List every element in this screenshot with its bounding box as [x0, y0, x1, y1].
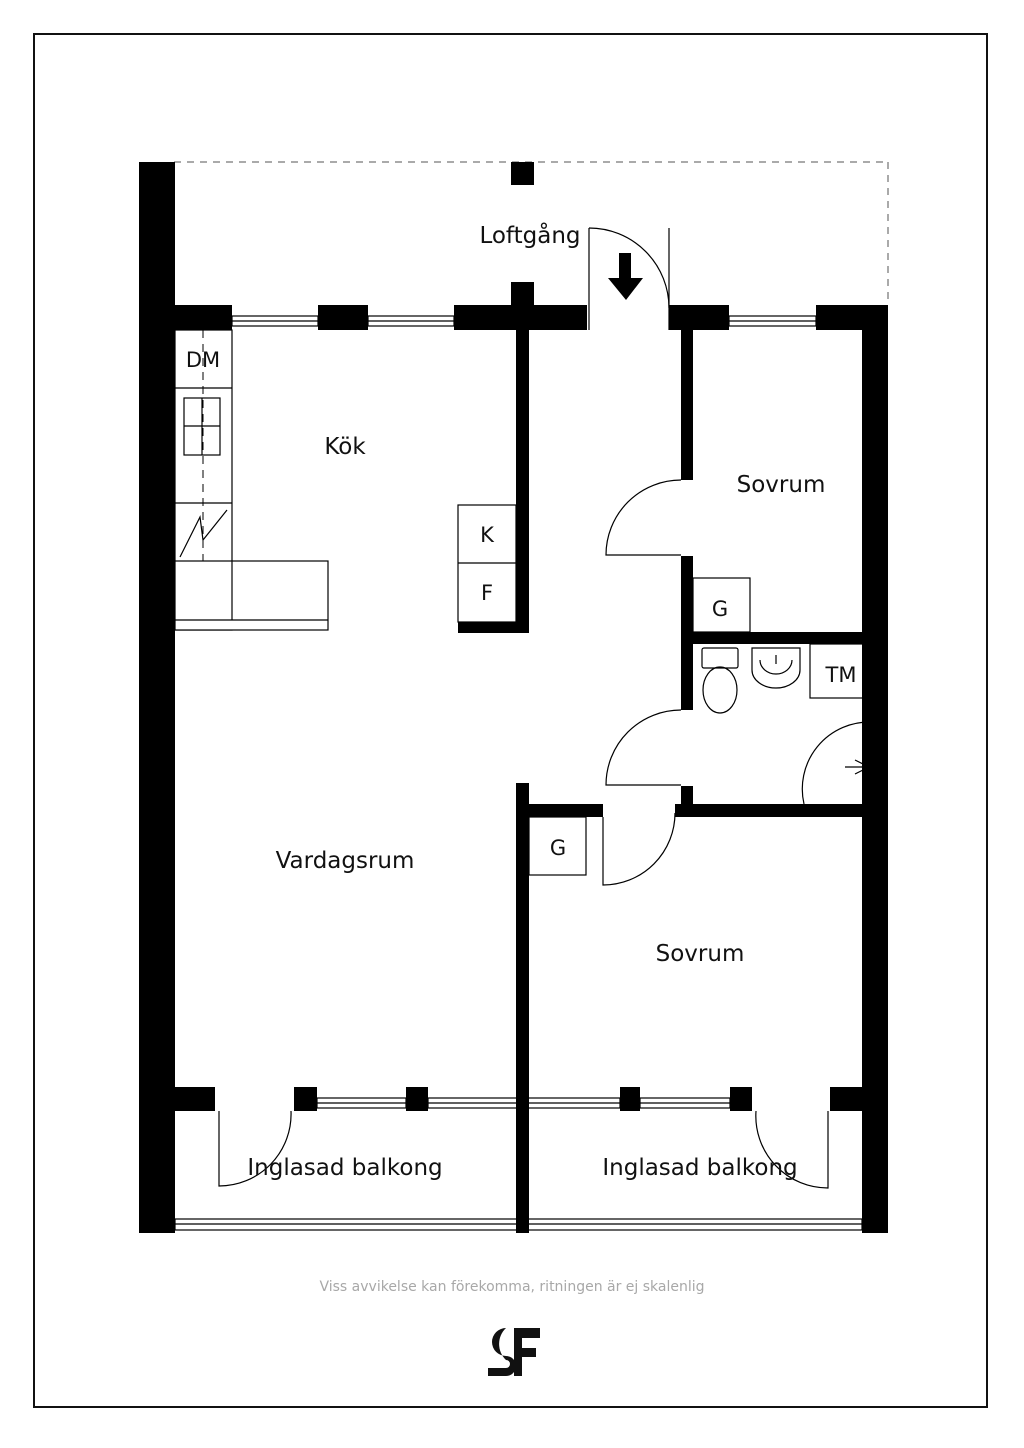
disclaimer-text: Viss avvikelse kan förekomma, ritningen …	[319, 1279, 705, 1295]
loftgang-outline	[174, 161, 889, 306]
column-bottom	[511, 282, 534, 306]
bathroom-fixtures	[701, 647, 801, 714]
room-label-sovrum-2: Sovrum	[656, 941, 745, 967]
kitchen-fixtures	[174, 329, 517, 631]
closets	[528, 577, 872, 876]
room-label-balkong-1: Inglasad balkong	[247, 1155, 442, 1181]
fixture-label-k: K	[480, 523, 495, 547]
room-label-kok: Kök	[324, 434, 366, 460]
fixture-label-g-1: G	[712, 597, 728, 621]
room-label-balkong-2: Inglasad balkong	[602, 1155, 797, 1181]
page-frame	[33, 33, 988, 1408]
room-label-loftgang: Loftgång	[479, 221, 580, 249]
entrance-door	[588, 227, 670, 330]
room-label-sovrum-1: Sovrum	[737, 472, 826, 498]
toilet-tank-icon	[701, 647, 739, 669]
room-label-vardagsrum: Vardagsrum	[276, 848, 415, 874]
sf-monogram-icon	[488, 1328, 540, 1376]
exterior-walls	[139, 162, 888, 1233]
column-top	[511, 162, 534, 185]
fixture-label-dm: DM	[186, 348, 220, 372]
entrance-arrow-icon	[608, 253, 643, 300]
toilet-bowl-icon	[702, 666, 738, 714]
interior-doors	[218, 479, 872, 1189]
fixture-label-tm: TM	[825, 663, 857, 687]
sink-icon	[179, 509, 228, 558]
washbasin-icon	[751, 647, 801, 689]
fixture-label-f: F	[481, 581, 493, 605]
fixture-label-g-2: G	[550, 836, 566, 860]
interior-walls	[139, 328, 888, 1233]
